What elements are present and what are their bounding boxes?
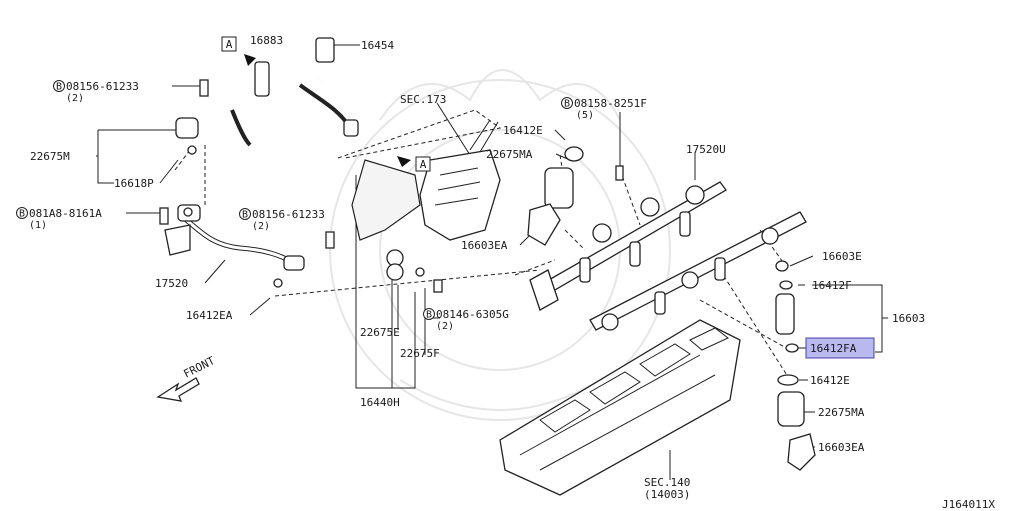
svg-text:FRONT: FRONT — [181, 354, 217, 381]
harness-bracket — [351, 119, 501, 293]
view-marker-a-top: A — [221, 36, 256, 66]
callout-sec173[interactable]: SEC.173 — [400, 93, 446, 106]
svg-text:B: B — [242, 210, 248, 221]
fuel-rail-lower — [589, 211, 807, 331]
callout-22675m[interactable]: 22675M — [30, 150, 70, 163]
svg-text:B: B — [564, 99, 570, 110]
callout-16412e-top[interactable]: 16412E — [503, 124, 543, 137]
svg-text:(2): (2) — [436, 321, 454, 332]
injector-top-group — [527, 146, 624, 246]
callout-17520[interactable]: 17520 — [155, 277, 188, 290]
callout-16603[interactable]: 16603 — [892, 312, 925, 325]
callout-16883[interactable]: 16883 — [250, 34, 283, 47]
callout-08156-b[interactable]: B 08156-61233 (2) — [239, 208, 325, 232]
callout-22675ma-top[interactable]: 22675MA — [486, 148, 533, 161]
callout-16603ea-bottom[interactable]: 16603EA — [818, 441, 865, 454]
svg-text:08158-8251F: 08158-8251F — [574, 97, 647, 110]
callout-labels: 16883 16454 B 08156-61233 (2) 22675M 166… — [16, 34, 995, 511]
callout-16412ea[interactable]: 16412EA — [186, 309, 233, 322]
injector-right-column — [775, 260, 816, 471]
callout-08158[interactable]: B 08158-8251F (5) — [561, 97, 647, 121]
svg-text:B: B — [426, 310, 432, 321]
svg-text:(1): (1) — [29, 220, 47, 231]
fuel-hose-upper — [175, 37, 359, 155]
svg-text:08146-6305G: 08146-6305G — [436, 308, 509, 321]
callout-16412f[interactable]: 16412F — [812, 279, 852, 292]
svg-text:08156-61233: 08156-61233 — [66, 80, 139, 93]
callout-08146[interactable]: B 08146-6305G (2) — [423, 308, 509, 332]
callout-16412e-bottom[interactable]: 16412E — [810, 374, 850, 387]
fuel-rail-upper — [529, 181, 727, 311]
svg-text:(2): (2) — [66, 93, 84, 104]
callout-16440h[interactable]: 16440H — [360, 396, 400, 409]
svg-text:(2): (2) — [252, 221, 270, 232]
callout-16618p[interactable]: 16618P — [114, 177, 154, 190]
callout-16454[interactable]: 16454 — [361, 39, 394, 52]
callout-sec140[interactable]: SEC.140 — [644, 476, 690, 489]
callout-081a8[interactable]: B 081A8-8161A (1) — [16, 207, 103, 231]
bolts-left — [159, 79, 335, 249]
svg-text:A: A — [420, 158, 427, 171]
diagram-id: J164011X — [942, 498, 995, 511]
svg-text:B: B — [56, 82, 62, 93]
callout-16412fa[interactable]: 16412FA — [810, 342, 857, 355]
fuel-tube-lower — [164, 204, 305, 288]
callout-22675e[interactable]: 22675E — [360, 326, 400, 339]
callout-08156-a[interactable]: B 08156-61233 (2) — [53, 80, 139, 104]
svg-text:081A8-8161A: 081A8-8161A — [29, 207, 102, 220]
svg-text:(5): (5) — [576, 110, 594, 121]
front-direction-arrow: FRONT — [156, 354, 217, 402]
callout-22675f[interactable]: 22675F — [400, 347, 440, 360]
callout-16603ea-top[interactable]: 16603EA — [461, 239, 508, 252]
callout-17520u[interactable]: 17520U — [686, 143, 726, 156]
svg-text:A: A — [226, 38, 233, 51]
callout-sec140-sub: (14003) — [644, 488, 690, 501]
intake-manifold — [499, 319, 741, 496]
svg-text:08156-61233: 08156-61233 — [252, 208, 325, 221]
view-marker-a-mid: A — [397, 156, 431, 172]
callout-16603e[interactable]: 16603E — [822, 250, 862, 263]
highlight-box-16412fa — [805, 337, 875, 359]
callout-22675ma-bottom[interactable]: 22675MA — [818, 406, 865, 419]
svg-text:B: B — [19, 209, 25, 220]
